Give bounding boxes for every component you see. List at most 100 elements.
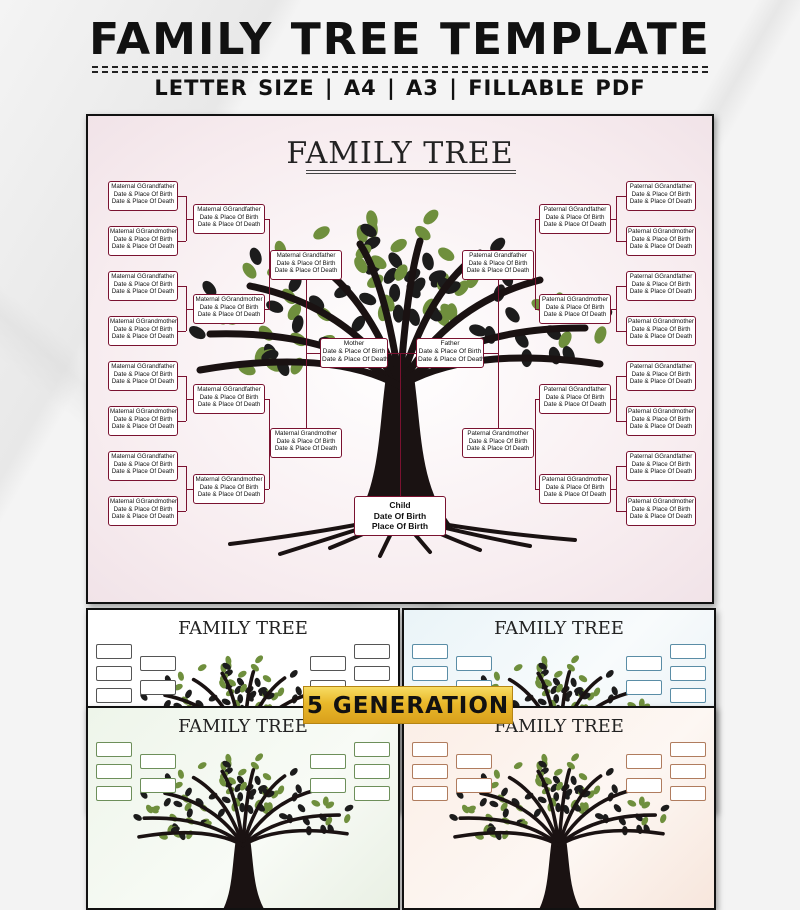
leaf-icon (266, 300, 284, 313)
leaf-icon (277, 785, 285, 795)
person-box-maternal-grandfather-line: Date & Place Of Birth (276, 259, 336, 267)
person-box-ggp-left-line: Maternal GGrandfather (197, 206, 261, 213)
person-box-father-line: Date & Place Of Birth (418, 348, 482, 355)
title-underline (306, 170, 516, 171)
connector-line (484, 353, 498, 354)
preview-person-box (140, 656, 176, 671)
leaf-icon (289, 768, 298, 776)
preview-person-box (354, 644, 390, 659)
person-box-maternal-grandmother-line: Date & Place Of Birth (276, 437, 336, 445)
person-box-gg-left-line: Maternal GGrandfather (111, 273, 175, 280)
leaf-icon (415, 225, 431, 241)
tree-trunk (539, 840, 580, 908)
preview-person-box (140, 680, 176, 695)
preview-tree-title: FAMILY TREE (494, 716, 624, 737)
preview-person-box (456, 754, 492, 769)
tree-branch (396, 276, 544, 390)
preview-person-box (412, 764, 448, 779)
connector-line (186, 286, 187, 331)
leaf-icon (535, 679, 543, 689)
leaf-icon (593, 687, 601, 697)
person-box-gg-left-line: Date & Place Of Death (111, 378, 175, 386)
person-box-gg-right-line: Paternal GGrandfather (629, 273, 693, 280)
person-box-ggp-right-line: Date & Place Of Birth (545, 393, 605, 401)
person-box-mother-line: Mother (343, 340, 365, 347)
preview-person-box (456, 656, 492, 671)
connector-line (269, 219, 270, 309)
person-box-gg-right-line: Paternal GGrandfather (629, 363, 693, 370)
leaf-icon (173, 800, 183, 808)
leaf-icon (254, 775, 261, 786)
leaf-icon (578, 675, 588, 683)
person-box-maternal-grandfather-line: Date & Place Of Death (274, 267, 338, 275)
leaf-icon (578, 773, 588, 781)
person-box-ggp-left-line: Maternal GGrandmother (195, 476, 263, 483)
person-box-child-line: Place Of Birth (371, 521, 429, 531)
person-box-ggp-right-line: Paternal GGrandmother (541, 296, 609, 303)
page-title: FAMILY TREE TEMPLATE (89, 14, 711, 65)
leaf-icon (236, 677, 245, 687)
leaf-icon (505, 307, 520, 323)
person-box-gg-left-line: Maternal GGrandmother (110, 228, 178, 235)
tree-branch (396, 237, 424, 390)
person-box-gg-left-line: Date & Place Of Birth (113, 415, 173, 423)
person-box-gg-left-line: Date & Place Of Death (111, 333, 175, 341)
leaf-icon (605, 670, 614, 678)
connector-line (498, 280, 499, 428)
person-box-child-line: Child (389, 500, 411, 510)
leaf-icon (222, 662, 231, 670)
leaf-icon (440, 303, 456, 319)
leaf-icon (613, 804, 622, 813)
preview-person-box (310, 754, 346, 769)
leaf-icon (344, 814, 351, 824)
leaf-icon (222, 760, 231, 768)
person-box-gg-right-line: Date & Place Of Birth (631, 505, 691, 513)
leaf-icon (173, 781, 183, 789)
leaf-icon (660, 804, 670, 812)
preview-person-box (96, 644, 132, 659)
leaf-icon (605, 768, 614, 776)
connector-line (178, 421, 186, 422)
connector-line (178, 286, 186, 287)
person-box-gg-right-line: Date & Place Of Birth (631, 190, 691, 198)
preview-tree-illustration (133, 753, 354, 908)
tree-branch (196, 358, 404, 390)
preview-person-box (354, 764, 390, 779)
leaf-icon (255, 753, 264, 762)
leaf-icon (359, 292, 377, 306)
tree-trunk (223, 840, 264, 908)
tree-illustration (189, 209, 613, 558)
person-box-gg-left-line: Date & Place Of Death (111, 288, 175, 296)
